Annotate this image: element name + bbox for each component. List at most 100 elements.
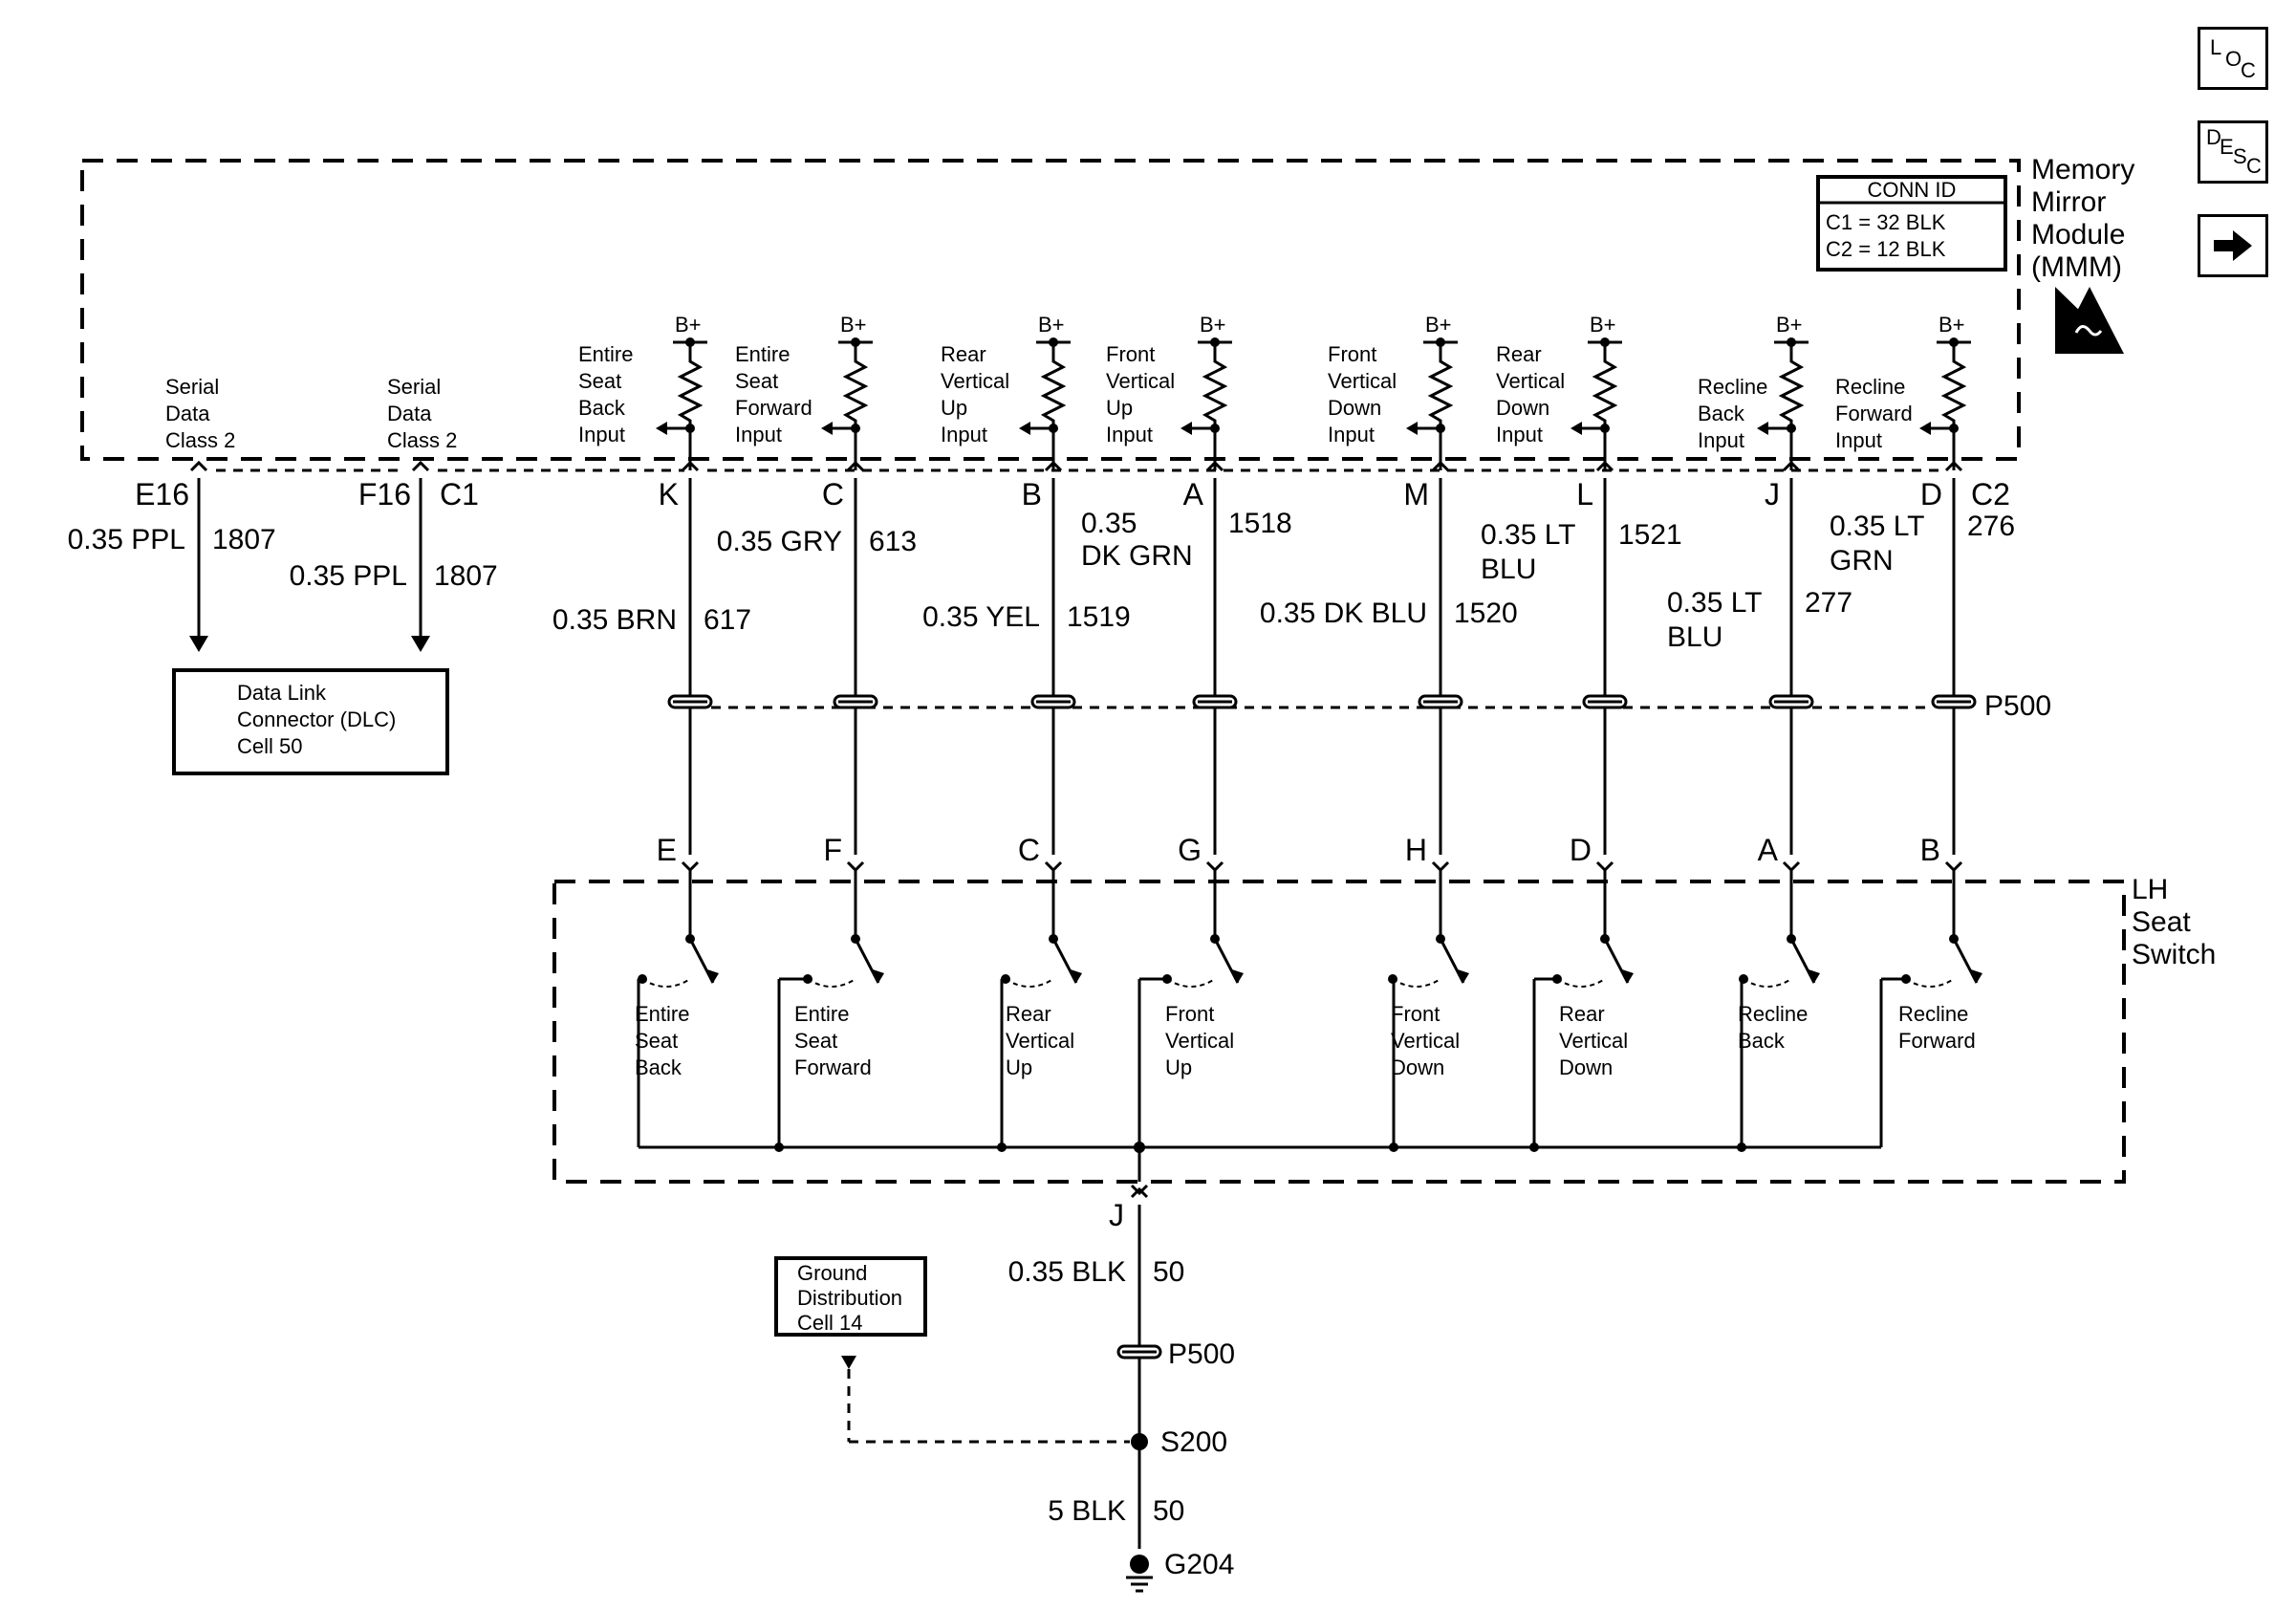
loc-icon-letter-1: L xyxy=(2210,35,2222,59)
desc-button[interactable]: D E S C xyxy=(2198,120,2268,184)
loc-button[interactable]: L O C xyxy=(2198,27,2268,90)
b-plus-label: B+ xyxy=(1038,313,1065,337)
wire-color-label: 0.35 LT xyxy=(1830,511,1925,542)
switch-travel-arc xyxy=(1743,978,1792,988)
switch-label: Down xyxy=(1559,1055,1613,1079)
module-name: Memory xyxy=(2031,154,2134,185)
wire-color-label: 5 BLK xyxy=(1048,1495,1126,1527)
connector-pin-symbol xyxy=(1130,1184,1149,1196)
input-label: Forward xyxy=(735,396,812,420)
switch-label: Up xyxy=(1165,1055,1192,1079)
switch-contact xyxy=(1213,938,1240,984)
splice-node xyxy=(1131,1433,1148,1450)
conn-id-row: C2 = 12 BLK xyxy=(1826,237,1946,261)
wire-color-label: 0.35 LT xyxy=(1481,519,1576,551)
connector-pin-label: H xyxy=(1405,833,1427,867)
circuit-number-label: 1520 xyxy=(1454,598,1518,629)
switch-label: Vertical xyxy=(1006,1029,1074,1053)
module-name: Module xyxy=(2031,219,2125,250)
circuit-number-label: 1807 xyxy=(434,560,498,592)
switch-arrow-icon xyxy=(1809,969,1820,983)
dlc-label: Cell 50 xyxy=(237,734,302,758)
pull-up-resistor xyxy=(1427,342,1454,470)
b-plus-label: B+ xyxy=(1776,313,1803,337)
connector-pin-label: A xyxy=(1758,833,1779,867)
connector-pin-symbol xyxy=(681,460,700,472)
switch-contact xyxy=(1051,938,1078,984)
switch-travel-arc xyxy=(1556,978,1606,988)
arrow-left-icon xyxy=(1406,422,1418,435)
switch-travel-arc xyxy=(1392,978,1441,988)
wire-color-label: 0.35 PPL xyxy=(290,560,407,592)
arrow-down-icon xyxy=(189,636,208,652)
switch-arrow-icon xyxy=(1232,969,1244,983)
next-button[interactable] xyxy=(2198,214,2268,277)
input-label: Forward xyxy=(1835,402,1913,425)
b-plus-label: B+ xyxy=(1425,313,1452,337)
input-label: Rear xyxy=(1496,342,1542,366)
switch-contact xyxy=(1603,938,1630,984)
dlc-label: Data Link xyxy=(237,681,327,705)
input-label: Up xyxy=(1106,396,1133,420)
connector-pin-symbol xyxy=(189,460,208,472)
connector-pin-label: L xyxy=(1576,477,1593,511)
desc-icon-letter-4: C xyxy=(2246,154,2262,178)
connector-pin-label: G xyxy=(1178,833,1202,867)
switch-label: Rear xyxy=(1559,1002,1605,1026)
input-label: Front xyxy=(1106,342,1155,366)
arrow-down-icon xyxy=(841,1356,856,1369)
connector-pin-label: J xyxy=(1765,477,1780,511)
conn-id-title: CONN ID xyxy=(1868,178,1957,202)
connector-pin-symbol xyxy=(1044,460,1063,472)
wire-color-label: BLU xyxy=(1667,621,1722,653)
connector-pin-label: E16 xyxy=(135,477,189,511)
input-label: Input xyxy=(735,423,782,446)
inline-connector-label: P500 xyxy=(1168,1338,1235,1370)
connector-pin-symbol xyxy=(1044,860,1063,873)
serial-data-label: Class 2 xyxy=(387,428,457,452)
wire-color-label: 0.35 xyxy=(1081,508,1137,539)
conn-id-row: C1 = 32 BLK xyxy=(1826,210,1946,234)
switch-label: Back xyxy=(1738,1029,1786,1053)
arrow-down-icon xyxy=(411,636,430,652)
circuit-number-label: 50 xyxy=(1153,1256,1184,1288)
switch-contact xyxy=(1439,938,1465,984)
connector-pin-label: C xyxy=(1018,833,1040,867)
loc-icon-letter-3: C xyxy=(2241,58,2256,82)
input-label: Recline xyxy=(1698,375,1767,399)
switch-label: Entire xyxy=(635,1002,689,1026)
switch-label: Down xyxy=(1391,1055,1444,1079)
input-label: Input xyxy=(1835,428,1882,452)
circuit-number-label: 276 xyxy=(1967,511,2015,542)
switch-label: Seat xyxy=(635,1029,678,1053)
inline-connector-label: P500 xyxy=(1984,690,2051,722)
switch-arrow-icon xyxy=(1071,969,1082,983)
connector-pin-symbol xyxy=(846,460,865,472)
switch-arrow-icon xyxy=(1458,969,1469,983)
input-label: Seat xyxy=(578,369,621,393)
switch-label: Forward xyxy=(794,1055,872,1079)
connector-pin-symbol xyxy=(1205,860,1224,873)
ground-distribution-box xyxy=(774,1256,927,1337)
circuit-number-label: 617 xyxy=(704,604,751,636)
wire-color-label: 0.35 PPL xyxy=(68,524,185,555)
pull-up-resistor xyxy=(1778,342,1805,470)
input-label: Front xyxy=(1328,342,1376,366)
connector-pin-label: K xyxy=(659,477,679,511)
connector-pin-label: M xyxy=(1403,477,1429,511)
connector-pin-symbol xyxy=(1595,860,1614,873)
splice-label: S200 xyxy=(1160,1426,1227,1458)
switch-label: Recline xyxy=(1898,1002,1968,1026)
input-label: Vertical xyxy=(1328,369,1397,393)
switch-label: Forward xyxy=(1898,1029,1976,1053)
arrow-left-icon xyxy=(1919,422,1931,435)
wire-color-label: 0.35 DK BLU xyxy=(1260,598,1427,629)
module-boundary xyxy=(80,159,2021,461)
input-label: Rear xyxy=(941,342,986,366)
wire-color-label: DK GRN xyxy=(1081,540,1193,572)
circuit-number-label: 50 xyxy=(1153,1495,1184,1527)
pull-up-resistor xyxy=(1940,342,1967,470)
module-name: (MMM) xyxy=(2031,251,2122,283)
desc-icon-letter-1: D xyxy=(2206,125,2221,149)
circuit-number-label: 1521 xyxy=(1618,519,1682,551)
